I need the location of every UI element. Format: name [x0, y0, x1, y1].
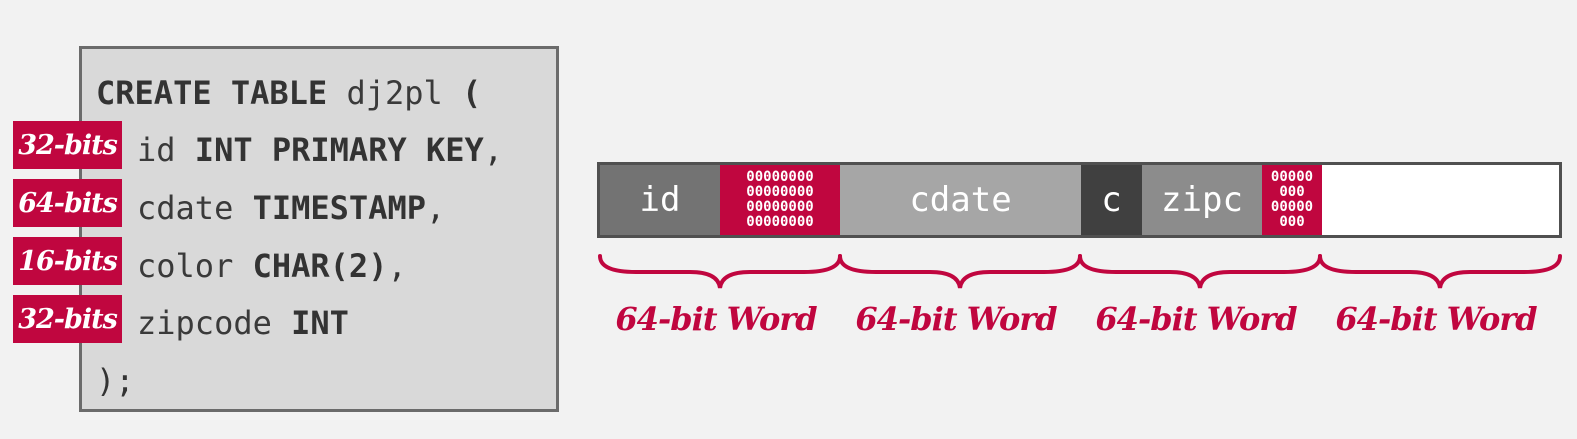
- sql-column-name: id: [137, 131, 176, 169]
- padding-bits: 00000: [1270, 169, 1314, 185]
- cell-padding: 00000000 00000000 00000000 00000000: [720, 165, 840, 235]
- sql-comma: ,: [483, 131, 504, 169]
- bit-size-label: 16-bits: [13, 237, 122, 285]
- brace-word-4: [1318, 254, 1562, 289]
- sql-line-cdate: cdate TIMESTAMP,: [137, 188, 445, 228]
- bit-size-label: 32-bits: [13, 295, 122, 343]
- sql-column-type: TIMESTAMP: [252, 189, 426, 227]
- cell-id: id: [600, 165, 720, 235]
- sql-table-name: dj2pl: [346, 74, 443, 112]
- cell-label: zipc: [1161, 180, 1243, 220]
- padding-bits: 00000000: [746, 214, 814, 230]
- cell-color: c: [1081, 165, 1142, 235]
- sql-line-close: );: [96, 361, 135, 401]
- cell-label: c: [1101, 180, 1122, 220]
- sql-column-name: zipcode: [137, 304, 272, 342]
- sql-line-create: CREATE TABLE dj2pl (: [96, 73, 481, 113]
- padding-bits: 00000000: [746, 184, 814, 200]
- word-label: 64-bit Word: [1095, 300, 1297, 338]
- sql-column-type: CHAR(2): [252, 247, 388, 285]
- bit-size-label: 64-bits: [13, 179, 122, 227]
- cell-cdate: cdate: [840, 165, 1081, 235]
- sql-column-type: INT: [291, 304, 349, 342]
- cell-zipcode: zipc: [1142, 165, 1262, 235]
- sql-comma: ,: [387, 247, 407, 285]
- sql-comma: ,: [425, 189, 446, 227]
- sql-column-name: color: [137, 247, 234, 285]
- brace-word-1: [598, 254, 842, 289]
- word-label: 64-bit Word: [855, 300, 1057, 338]
- bit-size-label: 32-bits: [13, 121, 122, 169]
- sql-column-name: cdate: [137, 189, 234, 227]
- padding-bits: 000: [1279, 214, 1305, 230]
- padding-bits: 00000000: [746, 169, 814, 185]
- sql-keyword: CREATE TABLE: [96, 74, 328, 112]
- sql-paren: (: [462, 74, 482, 112]
- cell-label: cdate: [909, 180, 1012, 220]
- sql-line-zipcode: zipcode INT: [137, 303, 349, 343]
- cell-padding: 00000 000 00000 000: [1262, 165, 1322, 235]
- padding-bits: 00000000: [746, 199, 814, 215]
- cell-label: id: [639, 180, 681, 220]
- sql-close-paren: );: [96, 362, 135, 400]
- sql-code-box: CREATE TABLE dj2pl ( id INT PRIMARY KEY,…: [79, 46, 559, 412]
- sql-line-id: id INT PRIMARY KEY,: [137, 130, 503, 170]
- sql-line-color: color CHAR(2),: [137, 246, 407, 286]
- word-label: 64-bit Word: [615, 300, 817, 338]
- brace-word-2: [838, 254, 1082, 289]
- tuple-row: id 00000000 00000000 00000000 00000000 c…: [597, 162, 1562, 238]
- brace-word-3: [1078, 254, 1322, 289]
- sql-column-type: INT PRIMARY KEY: [194, 131, 484, 169]
- padding-bits: 00000: [1270, 199, 1314, 215]
- padding-bits: 000: [1279, 184, 1305, 200]
- word-label: 64-bit Word: [1335, 300, 1537, 338]
